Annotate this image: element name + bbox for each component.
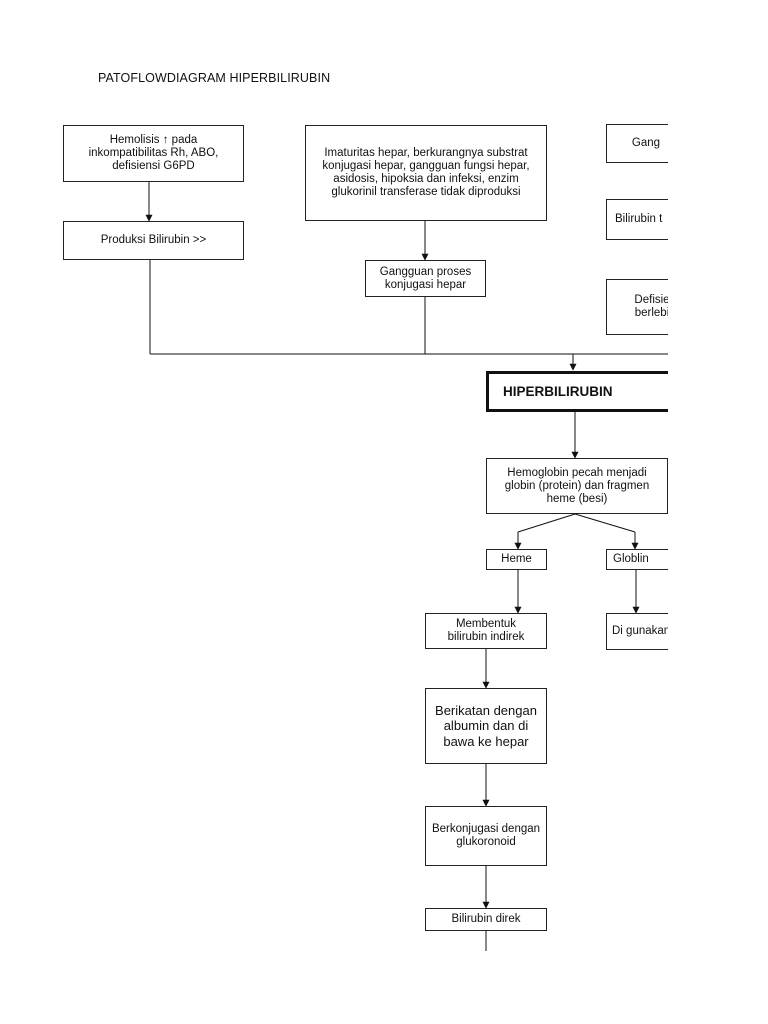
node-heme: Heme — [486, 549, 547, 570]
node-bilirubin-direk: Bilirubin direk — [425, 908, 547, 931]
diagram-area: Hemolisis ↑ pada inkompatibilitas Rh, AB… — [63, 124, 668, 951]
node-gangguan-proses: Gangguan proses konjugasi hepar — [365, 260, 486, 297]
node-bilirubin-t: Bilirubin t — [606, 199, 668, 240]
node-gang: Gang — [606, 124, 668, 163]
node-produksi-bilirubin: Produksi Bilirubin >> — [63, 221, 244, 260]
diagram-title: PATOFLOWDIAGRAM HIPERBILIRUBIN — [98, 71, 331, 85]
node-imaturitas: Imaturitas hepar, berkurangnya substrat … — [305, 125, 547, 221]
line-hemoglobin-globlin — [574, 513, 636, 533]
line-hemoglobin-heme — [517, 513, 576, 533]
node-membentuk: Membentuk bilirubin indirek — [425, 613, 547, 649]
node-hiperbilirubin: HIPERBILIRUBIN — [486, 371, 668, 412]
node-hemoglobin: Hemoglobin pecah menjadi globin (protein… — [486, 458, 668, 514]
node-globlin: Globlin — [606, 549, 668, 570]
node-berikatan: Berikatan dengan albumin dan di bawa ke … — [425, 688, 547, 764]
node-digunakan: Di gunakan — [606, 613, 668, 650]
node-hemolisis: Hemolisis ↑ pada inkompatibilitas Rh, AB… — [63, 125, 244, 182]
node-berkonjugasi: Berkonjugasi dengan glukoronoid — [425, 806, 547, 866]
connector-lines — [145, 182, 668, 951]
node-defisie: Defisie berlebi — [606, 279, 668, 335]
